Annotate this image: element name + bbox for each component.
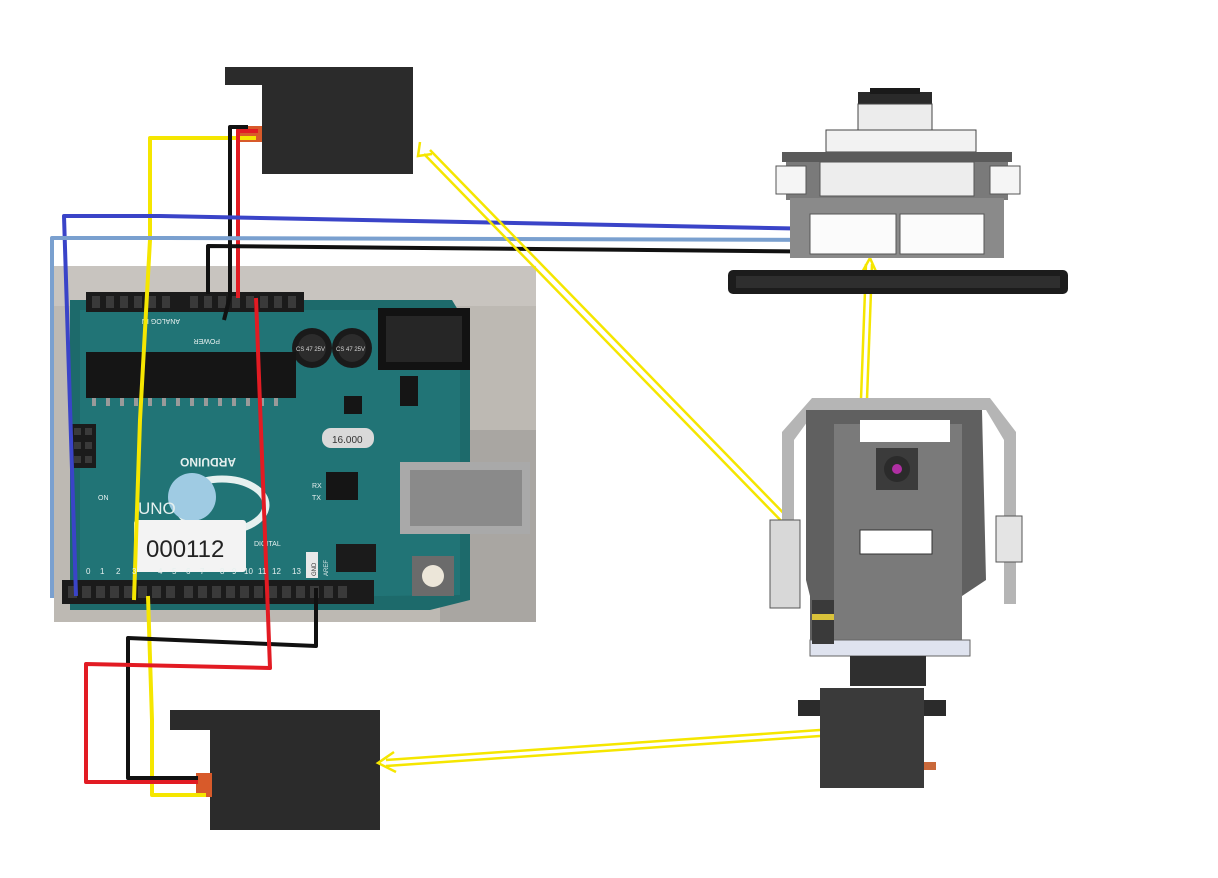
on-led-label: ON <box>98 495 109 502</box>
usb-chip <box>326 472 358 500</box>
capacitor: CS 47 25V <box>292 328 332 368</box>
wire-top-servo-ground <box>222 125 248 321</box>
pin-label: 11 <box>258 567 267 576</box>
pin-label: 13 <box>292 567 301 576</box>
servo-bottom-connector <box>196 773 212 797</box>
analog-in-label: ANALOG IN <box>142 317 180 324</box>
servo-bottom <box>170 710 380 830</box>
power-label: POWER <box>194 337 220 344</box>
wire-top-servo-power <box>236 129 258 298</box>
wire-bottom-servo-power <box>84 297 272 784</box>
arduino-board-photo: ANALOG IN POWER CS 47 25V CS 47 25V <box>54 266 536 622</box>
rx-led-label: RX <box>312 483 322 490</box>
pin-label: 9 <box>232 567 237 576</box>
servo-top <box>225 67 413 174</box>
pin-label: 6 <box>186 567 191 576</box>
connection-arrows <box>375 141 880 774</box>
icsp-header <box>70 424 96 468</box>
camera-module-front-view <box>769 398 1023 788</box>
tx-led-label: TX <box>312 495 321 502</box>
pin-label: 10 <box>244 567 253 576</box>
crystal-label: 16.000 <box>332 435 363 446</box>
pin-label: 12 <box>272 567 281 576</box>
pin-label: 0 <box>86 567 91 576</box>
arduino-logo-text: ARDUINO <box>180 455 236 469</box>
pin-label: 8 <box>220 567 225 576</box>
arrow-to-top-servo <box>429 149 799 529</box>
gnd-label: GND <box>312 562 318 576</box>
arrow-to-bottom-servo <box>385 728 821 762</box>
wire-top-servo-signal <box>132 136 256 601</box>
id-sticker <box>134 520 246 572</box>
aref-label: AREF <box>324 560 330 576</box>
uno-label: UNO <box>138 499 176 518</box>
pin-label-row: 13 12 11 10 9 8 7 6 5 4 3 2 1 0 <box>86 567 301 576</box>
wire-bottom-servo-signal <box>146 595 206 797</box>
svg-text:CS 47 25V: CS 47 25V <box>296 347 325 353</box>
pin-label: 1 <box>100 567 105 576</box>
camera-module-top-view <box>728 88 1068 294</box>
svg-text:CS 47 25V: CS 47 25V <box>336 347 365 353</box>
pin-label: 3 <box>132 567 137 576</box>
digital-label: DIGITAL <box>254 541 281 548</box>
gnd-pin-marker <box>306 552 318 578</box>
microcontroller-chip <box>86 352 296 398</box>
pin-label: 2 <box>116 567 121 576</box>
pin-label: 7 <box>200 567 205 576</box>
sticker-id: 000112 <box>146 536 224 563</box>
pin-label: 4 <box>158 567 163 576</box>
capacitor: CS 47 25V <box>332 328 372 368</box>
module-connector-right <box>899 213 985 255</box>
header-pins <box>68 586 347 598</box>
module-connector-left <box>809 213 897 255</box>
pin-label: 5 <box>172 567 177 576</box>
crystal-oscillator <box>322 428 374 448</box>
wire-bottom-servo-ground <box>126 588 318 780</box>
